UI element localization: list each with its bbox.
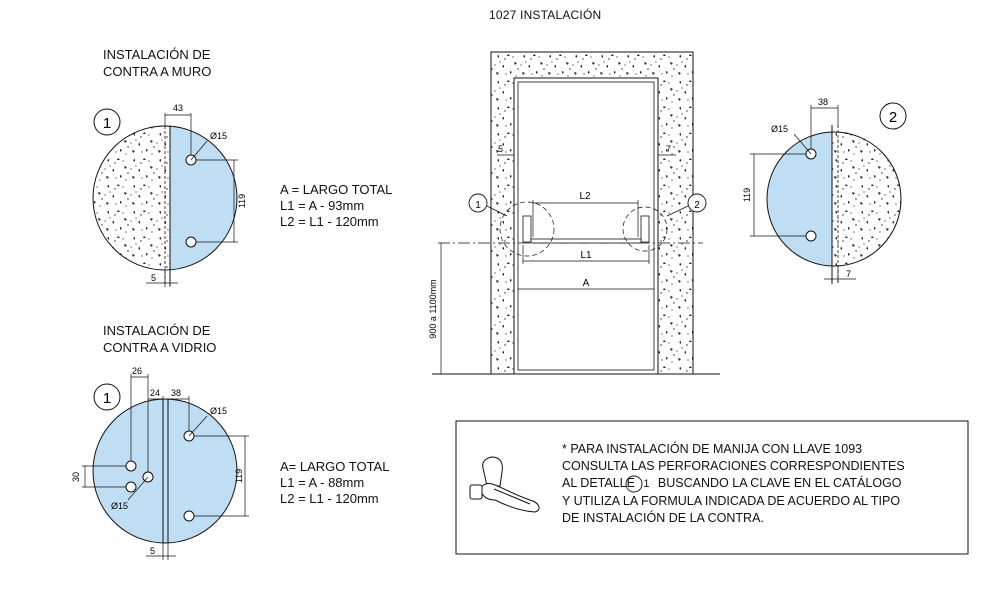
dim-38: 38 xyxy=(171,388,181,398)
detail-number-badge xyxy=(93,383,121,411)
formula-line-a: A = LARGO TOTAL xyxy=(280,182,393,197)
dim-24: 24 xyxy=(150,388,160,398)
door-elevation: 5 7 L2 L1 A 1 2 900 a 1100mm xyxy=(428,51,720,375)
callout-left: 1 xyxy=(475,200,481,211)
dim-119: 119 xyxy=(742,188,752,202)
note-line-3-pre: AL DETALLE xyxy=(562,476,635,490)
wall-install-detail: 1 43 Ø15 119 5 xyxy=(92,103,247,287)
detail-number-badge xyxy=(93,108,121,136)
dim-38: 38 xyxy=(818,97,828,107)
detail-number-badge xyxy=(879,102,907,130)
note-line-5: DE INSTALACIÓN DE LA CONTRA. xyxy=(562,511,764,525)
callout-badge xyxy=(468,193,488,213)
wall-install-heading-line2: CONTRA A MURO xyxy=(103,64,212,79)
glass-install-heading-line2: CONTRA A VIDRIO xyxy=(103,340,217,355)
drill-hole xyxy=(185,236,197,248)
callout-badge xyxy=(687,193,707,213)
note-line-3: AL DETALLE 1 BUSCANDO LA CLAVE EN EL CAT… xyxy=(562,475,905,493)
dim-l1: L1 xyxy=(580,250,592,261)
dim-hole-diameter-top: Ø15 xyxy=(210,406,227,416)
formula-line-l1: L1 = A - 88mm xyxy=(280,475,365,490)
note-line-2: CONSULTA LAS PERFORACIONES CORRESPONDIEN… xyxy=(562,459,905,473)
note-detail-badge xyxy=(625,475,643,493)
dim-119: 119 xyxy=(234,469,244,483)
detail-number: 2 xyxy=(889,109,897,126)
dim-5: 5 xyxy=(498,144,503,154)
dim-5: 5 xyxy=(150,546,155,556)
glass-install-heading-line1: INSTALACIÓN DE xyxy=(103,323,211,338)
callout-right: 2 xyxy=(694,200,700,211)
detail-2: 2 38 Ø15 119 7 xyxy=(742,97,907,284)
note-text: * PARA INSTALACIÓN DE MANIJA CON LLAVE 1… xyxy=(562,441,905,527)
dim-7: 7 xyxy=(846,269,851,279)
detail-number: 1 xyxy=(103,115,111,132)
dim-a: A xyxy=(583,278,590,289)
wall-install-heading: INSTALACIÓN DE CONTRA A MURO xyxy=(103,46,211,80)
glass-install-formula: A= LARGO TOTAL L1 = A - 88mm L2 = L1 - 1… xyxy=(280,459,389,507)
drill-hole xyxy=(125,460,137,472)
wall-install-heading-line1: INSTALACIÓN DE xyxy=(103,47,211,62)
dim-hole-diameter-left: Ø15 xyxy=(111,501,128,511)
dim-height-range: 900 a 1100mm xyxy=(428,279,438,338)
note-line-1: * PARA INSTALACIÓN DE MANIJA CON LLAVE 1… xyxy=(562,442,863,456)
push-bar xyxy=(530,238,642,244)
dim-119: 119 xyxy=(237,194,247,208)
dim-hole-diameter: Ø15 xyxy=(771,124,788,134)
detail-number: 1 xyxy=(103,390,111,407)
note-detail-number: 1 xyxy=(643,478,650,490)
dim-hole-diameter: Ø15 xyxy=(210,131,227,141)
wall-install-formula: A = LARGO TOTAL L1 = A - 93mm L2 = L1 - … xyxy=(280,182,392,230)
note-box xyxy=(455,420,969,555)
formula-line-l2: L2 = L1 - 120mm xyxy=(280,491,379,506)
formula-line-a: A= LARGO TOTAL xyxy=(280,459,390,474)
dim-43: 43 xyxy=(173,103,183,113)
dim-7: 7 xyxy=(666,144,671,154)
note-line-3-post: BUSCANDO LA CLAVE EN EL CATÁLOGO xyxy=(657,476,902,490)
dim-l2: L2 xyxy=(579,191,591,202)
glass-install-heading: INSTALACIÓN DE CONTRA A VIDRIO xyxy=(103,322,216,356)
formula-line-l2: L2 = L1 - 120mm xyxy=(280,214,379,229)
note-line-4: Y UTILIZA LA FORMULA INDICADA DE ACUERDO… xyxy=(562,494,901,508)
drill-hole xyxy=(125,481,137,493)
dim-26: 26 xyxy=(132,366,142,376)
glass-install-detail: 1 26 24 38 Ø15 Ø15 30 119 xyxy=(71,366,249,560)
dim-30: 30 xyxy=(71,472,81,482)
drill-hole xyxy=(183,510,195,522)
formula-line-l1: L1 = A - 93mm xyxy=(280,198,365,213)
lever-handle-icon xyxy=(469,456,540,513)
drill-hole xyxy=(805,230,817,242)
page-title: 1027 INSTALACIÓN xyxy=(489,8,602,22)
dim-5: 5 xyxy=(151,273,156,283)
